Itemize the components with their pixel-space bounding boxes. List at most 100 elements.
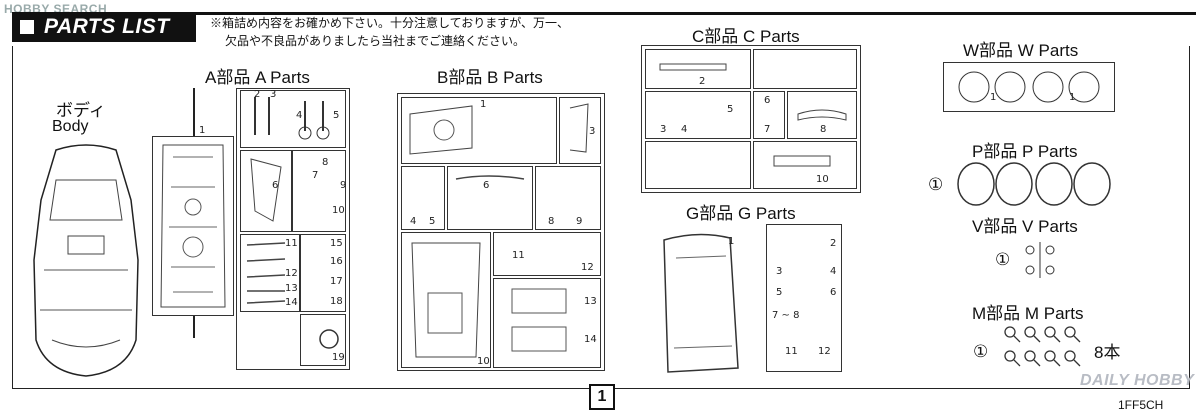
b-part-num-5: 5 <box>429 216 436 227</box>
a-part-num-7: 7 <box>312 170 319 181</box>
parts-list-banner: PARTS LIST <box>12 12 196 42</box>
body-shell-drawing <box>33 144 139 377</box>
m-parts-title: M部品 M Parts <box>972 304 1084 323</box>
page-title: PARTS LIST <box>44 15 170 38</box>
b-cell-4-5 <box>401 166 445 230</box>
c-cell-empty-1 <box>753 49 857 89</box>
c-part-num-3: 3 <box>660 124 667 135</box>
b-part-num-1: 1 <box>480 99 487 110</box>
a-part-num-2: 2 <box>254 89 261 100</box>
b-part-num-13: 13 <box>584 296 597 307</box>
b-part-num-14: 14 <box>584 334 597 345</box>
b-part-num-10: 10 <box>477 356 490 367</box>
b-part-num-6: 6 <box>483 180 490 191</box>
a-cell-19 <box>300 314 346 366</box>
b-cell-3 <box>559 97 601 164</box>
b-parts-title: B部品 B Parts <box>437 68 543 87</box>
g-part-num-2: 2 <box>830 238 837 249</box>
b-dashboard-drawing <box>409 105 473 155</box>
w-parts-title: W部品 W Parts <box>963 41 1079 60</box>
a-wheel-drawing <box>319 329 339 349</box>
c-part-num-5: 5 <box>727 104 734 115</box>
b-cell-10 <box>401 232 491 368</box>
b-cell-1 <box>401 97 557 164</box>
c-taillight-drawing <box>773 155 831 167</box>
a-part-num-18: 18 <box>330 296 343 307</box>
c-part-num-2: 2 <box>699 76 706 87</box>
a-part-num-14: 14 <box>285 297 298 308</box>
b-cell-13-14 <box>493 278 601 368</box>
w-part-num-1b: 1 <box>1069 92 1076 103</box>
c-part-num-8: 8 <box>820 124 827 135</box>
header-rule <box>196 12 1196 15</box>
b-part-num-12: 12 <box>581 262 594 273</box>
m-parts-qty: ① <box>973 342 989 361</box>
v-parts-qty: ① <box>995 250 1011 269</box>
a-part-num-6: 6 <box>272 180 279 191</box>
b-cell-11-12 <box>493 232 601 276</box>
b-part-num-11: 11 <box>512 250 525 261</box>
g-part-num-1: 1 <box>728 236 735 247</box>
a-part-num-15: 15 <box>330 238 343 249</box>
page-number: 1 <box>597 388 607 405</box>
a-cell-11-14 <box>240 234 300 312</box>
g-part-num-5: 5 <box>776 287 783 298</box>
g-part-num-11: 11 <box>785 346 798 357</box>
b-part-num-4: 4 <box>410 216 417 227</box>
a-parts-chassis-cell <box>152 136 234 316</box>
c-cell-2 <box>645 49 751 89</box>
g-parts-title: G部品 G Parts <box>686 204 796 223</box>
c-cell-8 <box>787 91 857 139</box>
c-cell-10 <box>753 141 857 189</box>
b-pipe-drawing <box>455 175 525 180</box>
g-part-num-6: 6 <box>830 287 837 298</box>
m-parts-count: 8本 <box>1094 343 1121 362</box>
v-parts-title: V部品 V Parts <box>972 217 1078 236</box>
a-cell-6 <box>240 150 292 232</box>
watermark-bottom: DAILY HOBBY <box>1080 372 1195 389</box>
banner-square-icon <box>20 20 34 34</box>
a-part-num-1: 1 <box>199 125 206 136</box>
a-part-num-17: 17 <box>330 276 343 287</box>
a-cell-2-5 <box>240 90 346 148</box>
a-cell-7-10 <box>292 150 346 232</box>
a-part-num-11: 11 <box>285 238 298 249</box>
a-part-num-5: 5 <box>333 110 340 121</box>
a-rods-drawing <box>246 242 286 304</box>
a-part-num-16: 16 <box>330 256 343 267</box>
g-part-num-12: 12 <box>818 346 831 357</box>
a-chassis-drawing <box>160 144 226 308</box>
p-parts-qty: ① <box>928 175 944 194</box>
w-part-num-1a: 1 <box>990 92 997 103</box>
a-shocks-drawing <box>254 97 330 140</box>
b-cell-6 <box>447 166 533 230</box>
footer-code: 1FF5CH <box>1118 398 1164 412</box>
c-spoiler-drawing <box>797 109 847 121</box>
page-number-box: 1 <box>589 384 615 410</box>
c-cell-3-5 <box>645 91 751 139</box>
a-part-num-13: 13 <box>285 283 298 294</box>
body-title-jp: ボディ <box>56 101 106 120</box>
a-part-num-8: 8 <box>322 157 329 168</box>
p-tires-drawing <box>957 162 1111 206</box>
g-part-num-7-8: 7 ∼ 8 <box>772 310 800 321</box>
b-part-num-3: 3 <box>589 126 596 137</box>
a-arm-drawing <box>250 158 282 222</box>
b-bracket-drawing <box>569 103 589 153</box>
c-cell-empty-2 <box>645 141 751 189</box>
notice-line-2: 欠品や不良品がありましたら当社までご連絡ください。 <box>225 34 526 48</box>
p-parts-title: P部品 P Parts <box>972 142 1078 161</box>
b-part-num-9: 9 <box>576 216 583 227</box>
a-part-num-12: 12 <box>285 268 298 279</box>
g-part-num-3: 3 <box>776 266 783 277</box>
c-part-num-4: 4 <box>681 124 688 135</box>
c-cell-6-7 <box>753 91 785 139</box>
a-part-num-9: 9 <box>340 180 347 191</box>
c-light-bar-drawing <box>659 63 727 71</box>
c-part-num-6: 6 <box>764 95 771 106</box>
a-part-num-4: 4 <box>296 110 303 121</box>
a-part-num-19: 19 <box>332 352 345 363</box>
a-cell-15-18 <box>300 234 346 312</box>
w-wheels-drawing <box>958 71 1100 103</box>
b-cell-8-9 <box>535 166 601 230</box>
